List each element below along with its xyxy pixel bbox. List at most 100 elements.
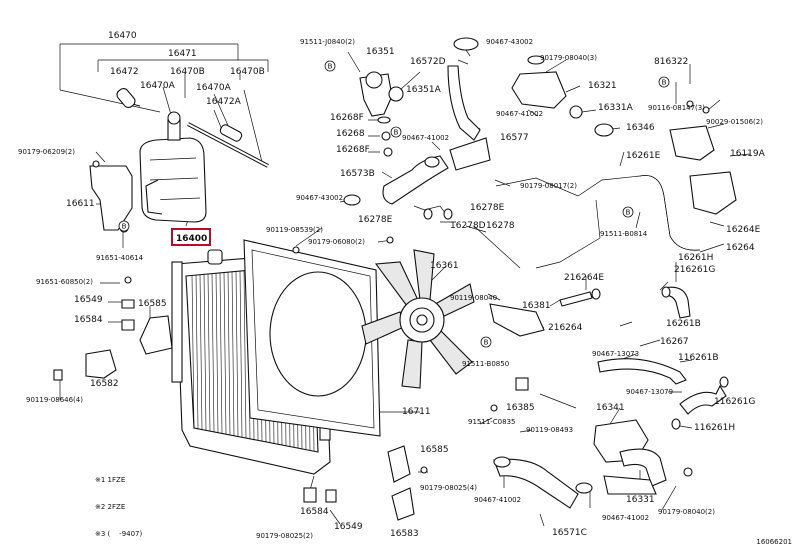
part-number-label: 90119-08493 bbox=[526, 426, 573, 434]
part-number-label: 16331 bbox=[626, 495, 655, 505]
part-number-label: 90179-06209(2) bbox=[18, 148, 75, 156]
part-number-label: 16572D bbox=[410, 57, 446, 67]
part-number-label: 16549 bbox=[74, 295, 103, 305]
part-number-label: 216261G bbox=[674, 265, 715, 275]
part-number-label: 16278E bbox=[358, 215, 393, 225]
part-number-label: 16584 bbox=[300, 507, 329, 517]
part-number-label: 16351 bbox=[366, 47, 395, 57]
part-number-label: 90179-08040(3) bbox=[540, 54, 597, 62]
part-number-label: 16361 bbox=[430, 261, 459, 271]
marker-letter: B bbox=[122, 223, 127, 231]
gasket bbox=[388, 86, 404, 102]
part-number-label: 16585 bbox=[138, 299, 167, 309]
part-number-label: 91511-B0850 bbox=[462, 360, 509, 368]
diagram-ref-code: 16066201 bbox=[756, 538, 792, 546]
hose-clip bbox=[116, 87, 136, 109]
part-number-label: 16267 bbox=[660, 337, 689, 347]
part-number-label: 16261H bbox=[678, 253, 713, 263]
part-number-label: 16400 bbox=[176, 234, 207, 244]
hose-sleeve bbox=[219, 124, 243, 142]
fan-bracket bbox=[489, 303, 545, 337]
part-number-label: 90029-01506(2) bbox=[706, 118, 763, 126]
part-number-label: 16264 bbox=[726, 243, 755, 253]
marker-letter: B bbox=[328, 63, 333, 71]
hose-16571c bbox=[493, 458, 579, 509]
marker-circle bbox=[390, 126, 402, 138]
part-number-label: 90467-41002 bbox=[602, 514, 649, 522]
part-number-label: 16331A bbox=[598, 103, 634, 113]
part-number-label: 90467-43002 bbox=[296, 194, 343, 202]
part-number-label: 16264E bbox=[726, 225, 761, 235]
part-number-label: 16346 bbox=[626, 123, 655, 133]
marker-circle bbox=[324, 60, 336, 72]
part-number-label: 16577 bbox=[500, 133, 529, 143]
part-number-label: 90467-41002 bbox=[496, 110, 543, 118]
part-number-label: 16582 bbox=[90, 379, 119, 389]
part-number-label: 90119-08040 bbox=[450, 294, 497, 302]
part-number-label: 91651-40614 bbox=[96, 254, 144, 262]
fan-shroud bbox=[243, 239, 381, 437]
part-number-label: 16385 bbox=[506, 403, 535, 413]
part-number-label: 16278E bbox=[470, 203, 505, 213]
part-number-label: 90467-41002 bbox=[474, 496, 521, 504]
part-number-label: 16611 bbox=[66, 199, 95, 209]
part-number-label: 90467-13073 bbox=[592, 350, 639, 358]
hose-16264 bbox=[559, 291, 593, 307]
part-number-label: 91651-60850(2) bbox=[36, 278, 93, 286]
part-number-label: 16470A bbox=[140, 81, 176, 91]
part-number-label: 16261B bbox=[666, 319, 701, 329]
small-fasteners bbox=[53, 276, 428, 521]
marker-circle bbox=[622, 206, 634, 218]
part-number-label: 16261E bbox=[626, 151, 661, 161]
cooling-fan bbox=[361, 249, 475, 389]
thermostat bbox=[569, 105, 583, 119]
part-number-label: 90119-08539(2) bbox=[266, 226, 323, 234]
gasket-plate bbox=[689, 171, 737, 215]
part-number-label: 16584 bbox=[74, 315, 103, 325]
part-number-label: 16278D bbox=[450, 221, 486, 231]
part-number-label: 90179-06080(2) bbox=[308, 238, 365, 246]
water-inlet bbox=[511, 71, 567, 109]
part-number-label: 16268F bbox=[330, 113, 364, 123]
part-number-label: 91511-B0814 bbox=[600, 230, 648, 238]
part-number-label: 816322 bbox=[654, 57, 688, 67]
part-number-label: 16278 bbox=[486, 221, 515, 231]
part-number-label: 16585 bbox=[420, 445, 449, 455]
part-number-label: 16351A bbox=[406, 85, 442, 95]
part-number-label: 16583 bbox=[390, 529, 419, 539]
part-number-label: 90467-41002 bbox=[402, 134, 449, 142]
part-number-label: 16471 bbox=[168, 49, 197, 59]
note-line: ※1 1FZE bbox=[95, 476, 126, 484]
note-line: ※2 2FZE bbox=[95, 503, 126, 511]
part-number-label: 90116-08147(3) bbox=[648, 104, 705, 112]
marker-circle bbox=[658, 76, 670, 88]
marker-circle bbox=[118, 220, 130, 232]
part-number-label: 16549 bbox=[334, 522, 363, 532]
part-number-label: 116261H bbox=[694, 423, 735, 433]
part-number-label: 90179-08017(2) bbox=[520, 182, 577, 190]
marker-letter: B bbox=[484, 339, 489, 347]
part-number-label: 90179-08025(2) bbox=[256, 532, 313, 540]
part-number-label: 91511-C0835 bbox=[468, 418, 516, 426]
part-number-label: 116261G bbox=[714, 397, 755, 407]
marker-letter: B bbox=[394, 129, 399, 137]
marker-letter: B bbox=[662, 79, 667, 87]
hose-clamp bbox=[453, 37, 479, 51]
note-line: ※3 ( -9407) bbox=[95, 530, 143, 538]
part-number-label: 16472A bbox=[206, 97, 242, 107]
highlight-box bbox=[171, 228, 211, 246]
water-pipe bbox=[449, 137, 491, 171]
marker-circle bbox=[480, 336, 492, 348]
part-number-label: 16470 bbox=[108, 31, 137, 41]
part-number-label: 16571C bbox=[552, 528, 587, 538]
part-number-label: 16573B bbox=[340, 169, 375, 179]
part-number-label: 90467-43002 bbox=[486, 38, 533, 46]
part-number-label: 16470A bbox=[196, 83, 232, 93]
part-number-label: 16321 bbox=[588, 81, 617, 91]
part-number-label: 90467-13079 bbox=[626, 388, 673, 396]
part-number-label: 90179-08025(4) bbox=[420, 484, 477, 492]
marker-letter: B bbox=[626, 209, 631, 217]
